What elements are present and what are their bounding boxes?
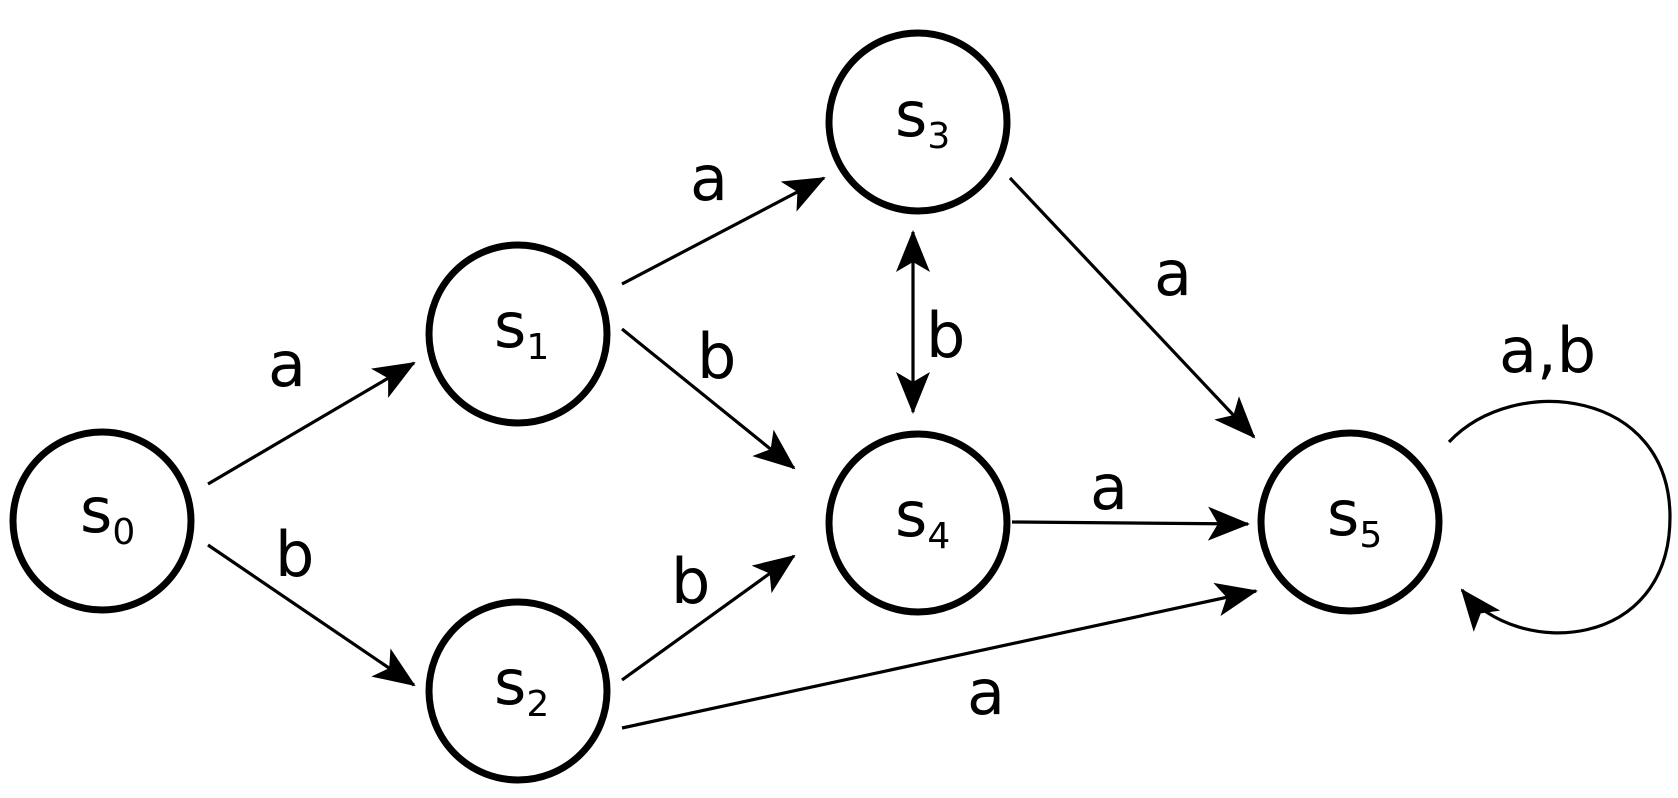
state-label-s2: s2: [494, 646, 549, 725]
label-s2-s5: a: [967, 656, 1005, 729]
edge-s5-s5-loop: [1447, 399, 1672, 635]
label-s0-s2: b: [275, 518, 314, 591]
state-sub-s3: 3: [927, 116, 950, 157]
state-s1: s1: [425, 241, 611, 427]
state-main-s4: s: [895, 478, 927, 551]
label-s1-s4: b: [697, 320, 736, 393]
edge-s0-s1: [207, 361, 416, 486]
state-main-s5: s: [1327, 477, 1359, 550]
states: s0 s1 s2 s3 s4: [9, 29, 1443, 784]
state-circle-s5: [1257, 429, 1443, 615]
state-sub-s0: 0: [112, 512, 135, 553]
label-s0-s1: a: [268, 328, 306, 401]
state-main-s1: s: [494, 289, 526, 362]
state-label-s1: s1: [494, 289, 549, 368]
state-sub-s2: 2: [526, 684, 549, 725]
state-main-s3: s: [895, 78, 927, 151]
state-label-s3: s3: [895, 78, 950, 157]
edge-s0-s2: [207, 543, 416, 687]
state-label-s0: s0: [80, 474, 135, 553]
state-circle-s2: [425, 598, 611, 784]
state-circle-s3: [825, 29, 1011, 215]
edge-s1-s4: [620, 327, 796, 470]
state-circle-s4: [825, 430, 1011, 616]
edges: [207, 176, 1672, 730]
state-main-s0: s: [80, 474, 112, 547]
state-sub-s5: 5: [1359, 515, 1382, 556]
edge-s2-s5: [621, 582, 1258, 730]
label-s5-s5: a,b: [1499, 314, 1596, 387]
edge-s4-s5: [1011, 506, 1250, 541]
state-s0: s0: [9, 428, 195, 614]
state-label-s5: s5: [1327, 477, 1382, 556]
state-s2: s2: [425, 598, 611, 784]
label-s2-s4: b: [671, 545, 710, 618]
label-s3-s4: b: [926, 299, 965, 372]
edge-s3-s5: [1008, 176, 1256, 439]
state-sub-s4: 4: [927, 516, 950, 557]
state-main-s2: s: [494, 646, 526, 719]
state-s3: s3: [825, 29, 1011, 215]
edge-s2-s4: [621, 554, 796, 682]
state-circle-s1: [425, 241, 611, 427]
label-s1-s3: a: [690, 142, 728, 215]
state-s4: s4: [825, 430, 1011, 616]
state-s5: s5: [1257, 429, 1443, 615]
label-s4-s5: a: [1090, 451, 1128, 524]
edge-labels: a b a b b a a b a a,b: [268, 142, 1596, 729]
edge-s1-s3: [621, 176, 826, 286]
state-circle-s0: [9, 428, 195, 614]
state-label-s4: s4: [895, 478, 950, 557]
label-s3-s5: a: [1154, 237, 1192, 310]
state-sub-s1: 1: [526, 327, 549, 368]
